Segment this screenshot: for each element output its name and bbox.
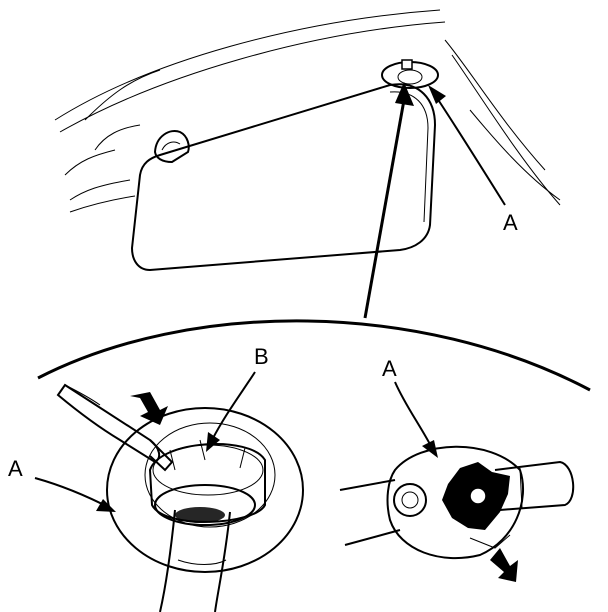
label-a-right: A [382, 356, 397, 381]
detail-separator-arc [37, 319, 591, 392]
leader-a-left [34, 477, 116, 512]
visor-bracket [381, 59, 439, 89]
sun-visor [130, 83, 437, 272]
headliner-outline [54, 9, 561, 213]
screwdriver [56, 383, 174, 472]
label-a-top: A [503, 210, 518, 235]
clip-detail-left [106, 407, 304, 612]
leader-b [206, 371, 256, 452]
bracket-detail-right [339, 445, 575, 560]
push-arrow-right [490, 548, 518, 582]
leader-a-right [394, 381, 438, 458]
detail-pointer-arrow [363, 82, 414, 319]
push-arrow-left [130, 392, 168, 425]
leader-a-top [428, 85, 506, 206]
label-b: B [254, 344, 269, 369]
visor-hook [153, 130, 190, 164]
label-a-left: A [8, 456, 23, 481]
